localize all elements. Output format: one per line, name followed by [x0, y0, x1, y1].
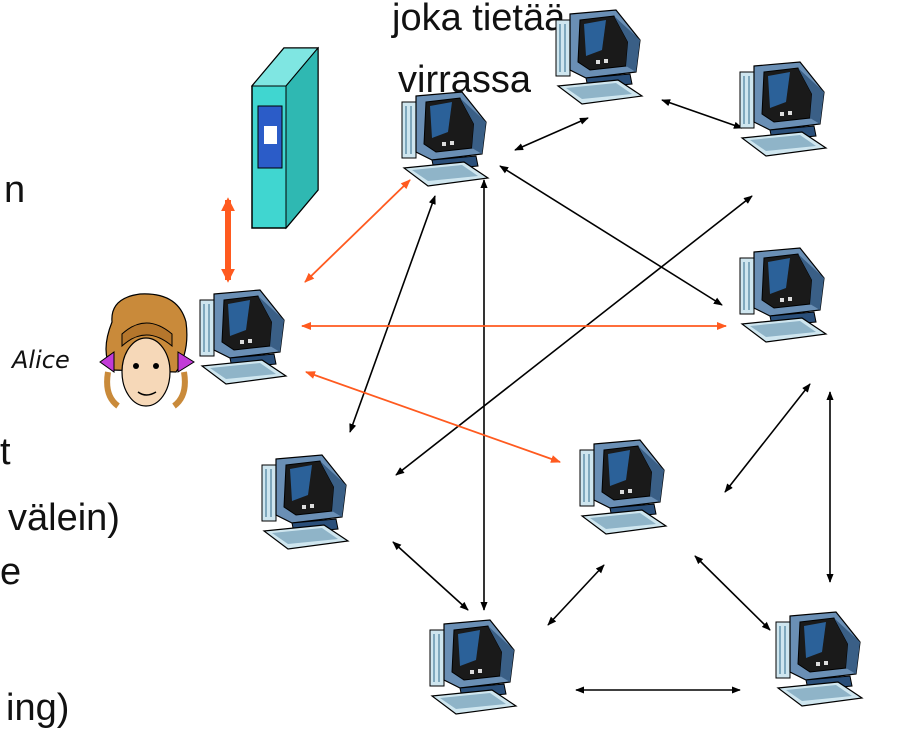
link-rightmid-bottommid	[724, 383, 811, 493]
computer-icon-right-mid	[739, 247, 827, 343]
text-fragment-e: e	[0, 551, 22, 593]
server-tower-icon	[250, 46, 320, 230]
query-links	[221, 179, 727, 463]
computer-icon-bottom-left	[261, 454, 349, 550]
alice-avatar-icon	[99, 293, 195, 409]
text-fragment-valein: välein)	[8, 497, 120, 539]
link-topleft-topcenter	[514, 117, 589, 151]
text-fragment-joka-tietaa: joka tietää	[392, 0, 566, 39]
computer-icon-top-left	[401, 91, 489, 187]
computer-icon-bottom-center	[429, 619, 517, 715]
computer-icon-alice	[199, 289, 287, 385]
alice-label: Alice	[12, 346, 70, 374]
text-fragment-t: t	[0, 431, 11, 473]
computer-icon-top-center	[555, 9, 643, 105]
text-fragment-virrassa: virrassa	[398, 59, 532, 101]
link-topleft-bottomleft	[349, 195, 436, 433]
query-alice-bottommid	[305, 371, 561, 463]
link-topcenter-topright	[661, 99, 743, 129]
link-bottommid-bottomcenter	[547, 564, 605, 626]
computer-icon-bottom-right	[775, 611, 863, 707]
computer-icon-top-right	[739, 61, 827, 157]
text-fragment-n: n	[4, 169, 26, 211]
peer-links	[349, 99, 834, 694]
computer-icon-bottom-mid	[579, 439, 667, 535]
query-alice-topleft	[304, 179, 411, 283]
link-topright-bottomleft	[395, 195, 753, 476]
link-bottomleft-bottomcenter	[392, 541, 469, 611]
link-bottommid-bottomright	[694, 555, 771, 631]
link-topleft-rightmid	[499, 165, 723, 306]
